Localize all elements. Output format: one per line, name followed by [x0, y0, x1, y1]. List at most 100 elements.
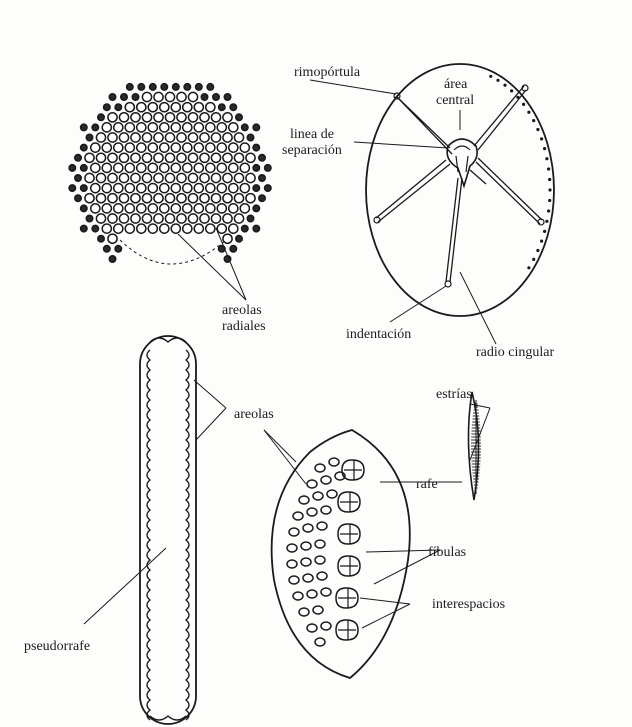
areola — [108, 214, 117, 223]
areola — [200, 194, 209, 203]
areola — [211, 153, 220, 162]
areola — [188, 92, 197, 101]
areola — [165, 92, 174, 101]
areola — [102, 204, 111, 213]
areola — [91, 204, 100, 213]
areola — [91, 143, 100, 152]
areola — [81, 165, 87, 171]
areola — [207, 84, 213, 90]
marginal-tooth — [540, 240, 543, 243]
areola — [223, 133, 232, 142]
label-radio-cingular: radio cingular — [476, 345, 554, 360]
label-areolas-radiales-line1: areolas — [222, 303, 262, 318]
areola — [200, 153, 209, 162]
areola — [137, 163, 146, 172]
label-areolas: areolas — [234, 407, 274, 422]
areola — [230, 246, 236, 252]
areola — [184, 84, 190, 90]
areola — [154, 173, 163, 182]
areola — [137, 143, 146, 152]
areola — [161, 84, 167, 90]
marginal-tooth — [527, 111, 530, 114]
areola — [183, 123, 192, 132]
areola — [247, 215, 253, 221]
areola — [98, 114, 104, 120]
areola — [150, 84, 156, 90]
areola — [171, 123, 180, 132]
areola — [81, 225, 87, 231]
marginal-tooth — [536, 249, 539, 252]
areola — [96, 153, 105, 162]
areola — [127, 84, 133, 90]
areola — [246, 194, 255, 203]
areola — [91, 163, 100, 172]
areola — [81, 205, 87, 211]
areola — [259, 175, 265, 181]
marginal-tooth — [536, 128, 539, 131]
areola — [247, 134, 253, 140]
lens-areola — [307, 508, 317, 516]
fibulae-chambers — [336, 460, 364, 640]
areola — [131, 214, 140, 223]
lens-areolas — [287, 458, 345, 646]
areola — [81, 124, 87, 130]
areola — [160, 184, 169, 193]
centric-diatom-dome — [69, 84, 271, 264]
areola — [183, 103, 192, 112]
marginal-tooth — [543, 147, 546, 150]
marginal-tooth — [496, 79, 499, 82]
areola — [265, 185, 271, 191]
areola — [206, 224, 215, 233]
marginal-teeth — [489, 75, 551, 270]
lens-areola — [307, 590, 317, 598]
areola — [115, 246, 121, 252]
areola — [132, 94, 138, 100]
areola — [137, 224, 146, 233]
areola — [240, 143, 249, 152]
lens-areola — [329, 458, 339, 466]
lens-areola — [293, 592, 303, 600]
areola — [85, 194, 94, 203]
areola — [142, 173, 151, 182]
areola — [137, 103, 146, 112]
areola — [69, 165, 75, 171]
areola — [148, 103, 157, 112]
areola — [217, 224, 226, 233]
areola — [108, 234, 117, 243]
areola — [81, 144, 87, 150]
areola — [213, 94, 219, 100]
areola — [173, 84, 179, 90]
areola — [171, 163, 180, 172]
areola — [108, 133, 117, 142]
marginal-tooth — [548, 199, 551, 202]
areola — [165, 214, 174, 223]
areola — [183, 163, 192, 172]
areola — [96, 173, 105, 182]
areola — [194, 224, 203, 233]
areola — [131, 113, 140, 122]
areola — [119, 173, 128, 182]
areola — [253, 144, 259, 150]
areola — [148, 123, 157, 132]
areola — [206, 184, 215, 193]
lens-areola — [303, 574, 313, 582]
areola — [102, 184, 111, 193]
areola — [177, 214, 186, 223]
left-wave — [147, 350, 150, 720]
areola — [125, 123, 134, 132]
areola — [154, 133, 163, 142]
areola — [253, 185, 259, 191]
areola — [206, 123, 215, 132]
areola — [229, 184, 238, 193]
areola — [92, 124, 98, 130]
areola — [137, 204, 146, 213]
areola — [253, 165, 259, 171]
areola — [229, 224, 238, 233]
lens-areola — [299, 496, 309, 504]
areola — [160, 143, 169, 152]
areola — [234, 173, 243, 182]
areola — [75, 195, 81, 201]
label-pseudorrafe: pseudorrafe — [24, 639, 90, 654]
areola — [188, 133, 197, 142]
